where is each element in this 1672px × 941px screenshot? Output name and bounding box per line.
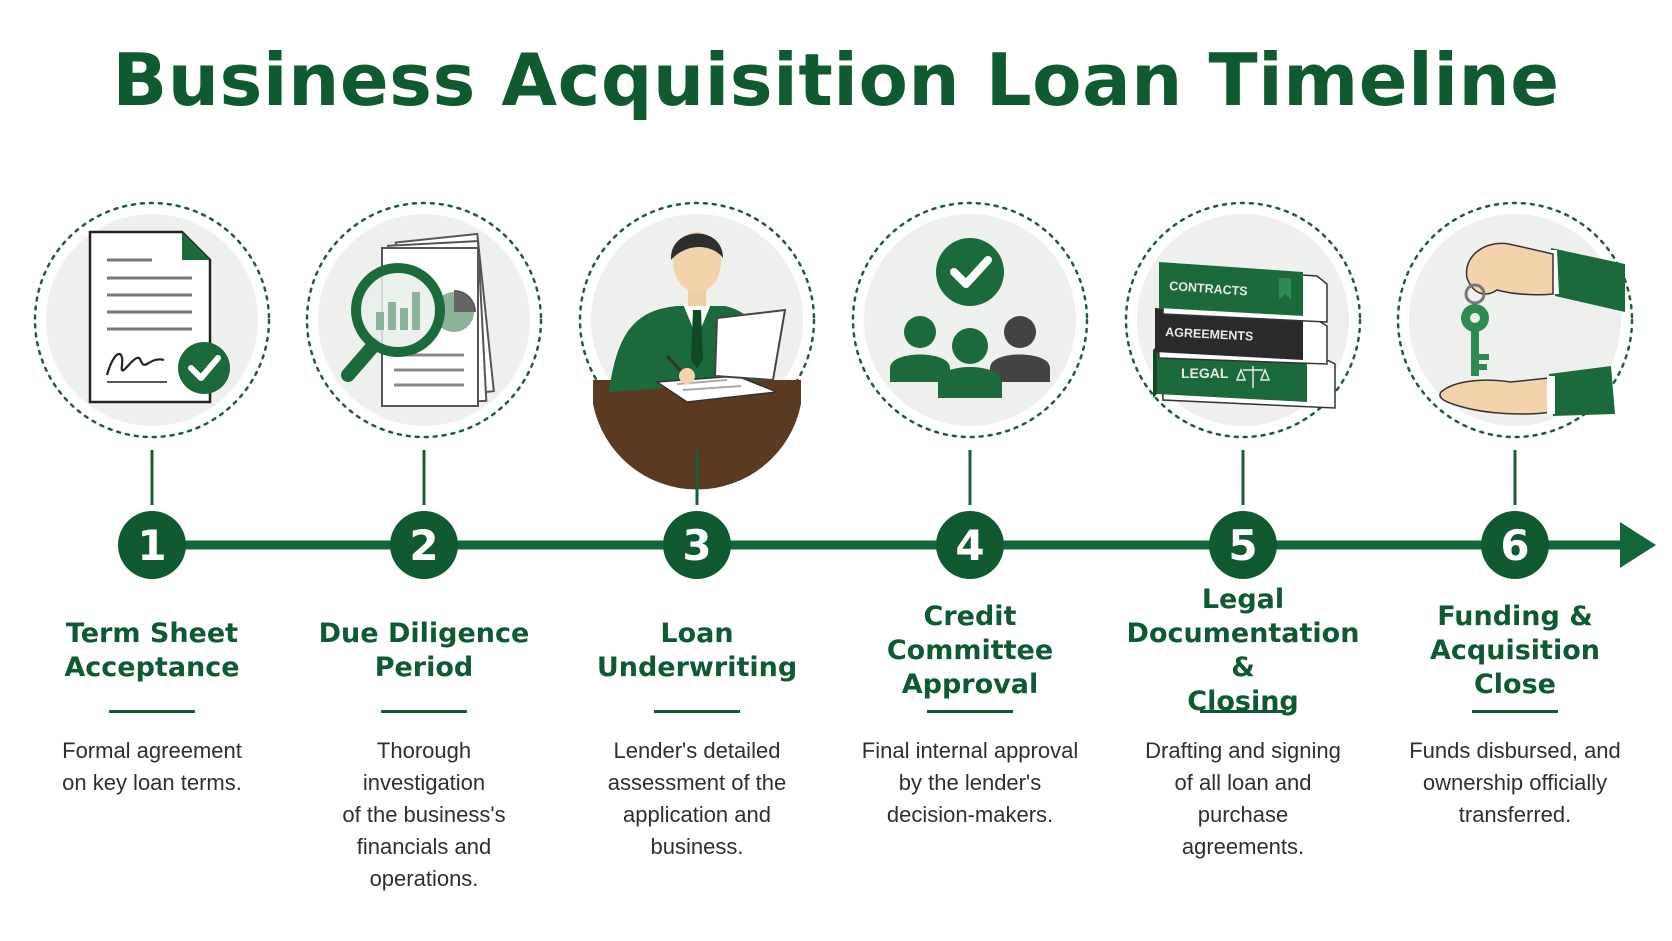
step-title: Legal Documentation & Closing <box>1126 584 1360 717</box>
step-title: Due Diligence Period <box>318 618 530 683</box>
key-handover-icon <box>1439 242 1625 416</box>
icon-circle-4 <box>851 201 1089 439</box>
committee-approval-icon <box>890 238 1050 398</box>
step-divider <box>927 710 1013 713</box>
timeline-arrow-head <box>1620 522 1656 568</box>
step-number-1: 1 <box>137 521 166 570</box>
step-title: Loan Underwriting <box>596 618 798 683</box>
icon-circle-1 <box>33 201 271 439</box>
icon-circle-5: LEGAL AGREEMENTS CONTRACTS <box>1124 201 1362 439</box>
step-description: Formal agreement on key loan terms. <box>62 738 242 795</box>
signed-document-icon <box>88 230 230 404</box>
step-divider <box>109 710 195 713</box>
step-number-6: 6 <box>1500 521 1529 570</box>
step-marker-5: 5 <box>1209 450 1277 579</box>
step-divider <box>1200 710 1286 713</box>
step-title: Term Sheet Acceptance <box>64 618 240 683</box>
step-5: Legal Documentation & Closing Drafting a… <box>1118 584 1368 863</box>
step-number-3: 3 <box>682 521 711 570</box>
step-title: Funding & Acquisition Close <box>1430 601 1600 700</box>
step-title: Credit Committee Approval <box>886 601 1054 700</box>
step-2: Due Diligence Period Thorough investigat… <box>299 600 549 895</box>
legal-books-icon: LEGAL AGREEMENTS CONTRACTS <box>1153 262 1336 409</box>
step-divider <box>1472 710 1558 713</box>
step-marker-2: 2 <box>390 450 458 579</box>
step-marker-4: 4 <box>936 450 1004 579</box>
step-divider <box>381 710 467 713</box>
step-1: Term Sheet Acceptance Formal agreement o… <box>27 600 277 799</box>
step-description: Final internal approval by the lender's … <box>861 738 1079 827</box>
step-divider <box>654 710 740 713</box>
icon-circle-3 <box>578 201 816 490</box>
step-number-4: 4 <box>955 521 984 570</box>
step-marker-3: 3 <box>663 450 731 579</box>
book-label-contracts: CONTRACTS <box>1169 279 1248 298</box>
step-number-2: 2 <box>409 521 438 570</box>
step-3: Loan Underwriting Lender's detailed asse… <box>572 600 822 863</box>
step-4: Credit Committee Approval Final internal… <box>845 600 1095 831</box>
page-title: Business Acquisition Loan Timeline <box>112 38 1560 122</box>
book-label-legal: LEGAL <box>1181 365 1229 381</box>
step-description: Funds disbursed, and ownership officiall… <box>1409 738 1621 827</box>
step-description: Thorough investigation of the business's… <box>342 738 506 891</box>
step-marker-1: 1 <box>118 450 186 579</box>
step-description: Lender's detailed assessment of the appl… <box>607 738 787 859</box>
magnifying-glass-report-icon <box>341 232 495 407</box>
icon-circle-6 <box>1396 201 1634 439</box>
step-marker-6: 6 <box>1481 450 1549 579</box>
book-label-agreements: AGREEMENTS <box>1165 325 1254 344</box>
step-6: Funding & Acquisition Close Funds disbur… <box>1390 600 1640 831</box>
icon-circle-2 <box>305 201 543 439</box>
step-number-5: 5 <box>1228 521 1257 570</box>
underwriter-person-icon <box>593 232 801 490</box>
step-description: Drafting and signing of all loan and pur… <box>1145 738 1341 859</box>
